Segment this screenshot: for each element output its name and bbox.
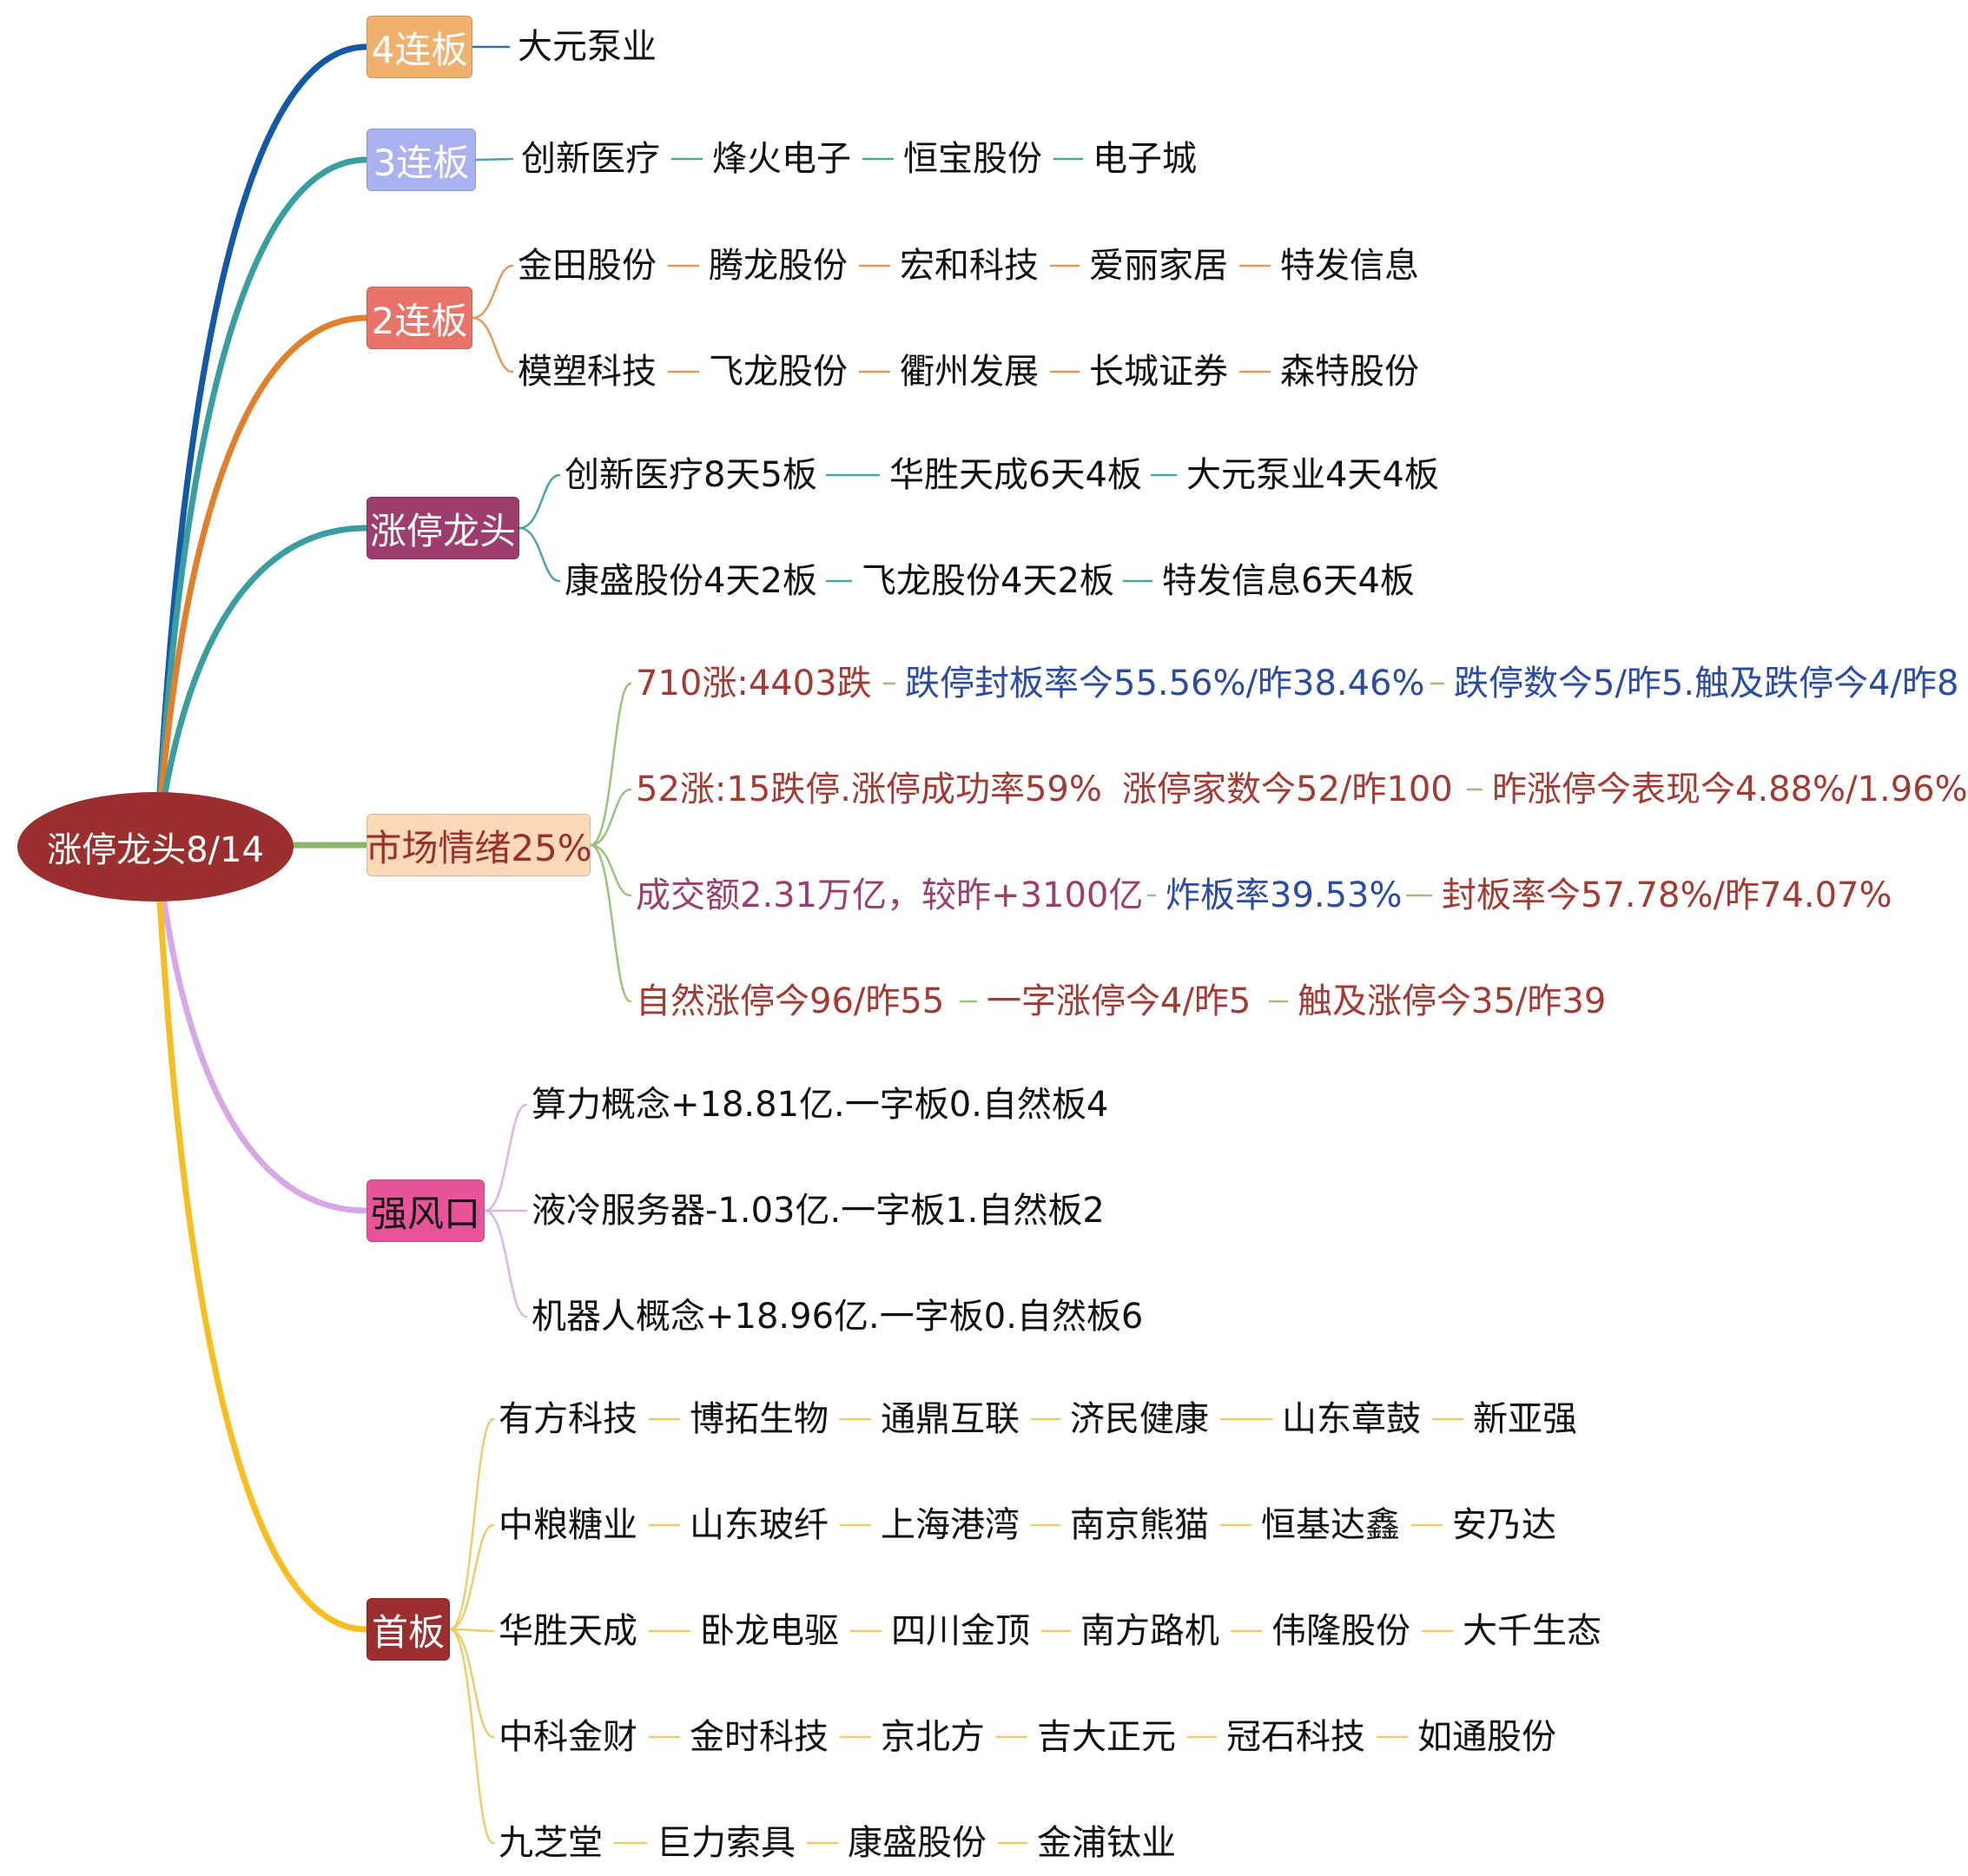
leaf-item[interactable]: 南方路机 (1080, 1611, 1219, 1651)
leaf-item[interactable]: 特发信息 (1280, 246, 1419, 286)
leaf-item[interactable]: 山东玻纤 (690, 1505, 829, 1545)
leaf-item[interactable]: 创新医疗8天5板 (565, 455, 817, 495)
leaf-item[interactable]: 大元泵业4天4板 (1186, 455, 1439, 495)
leaf-item[interactable]: 自然涨停今96/昨55 (636, 981, 945, 1021)
category-node[interactable]: 4连板 (367, 16, 472, 78)
leaf-item[interactable]: 腾龙股份 (709, 246, 848, 286)
leaf-item[interactable]: 森特股份 (1280, 352, 1419, 392)
leaf-item[interactable]: 山东章鼓 (1282, 1399, 1421, 1439)
leaf-item[interactable]: 新亚强 (1473, 1399, 1577, 1439)
leaf-item[interactable]: 衢州发展 (900, 352, 1039, 392)
branch-line-2 (153, 314, 370, 850)
category-node[interactable]: 涨停龙头 (367, 497, 519, 559)
row-connector (474, 157, 514, 162)
leaf-item[interactable]: 机器人概念+18.96亿.一字板0.自然板6 (532, 1297, 1144, 1337)
category-node[interactable]: 2连板 (367, 287, 472, 349)
leaf-item[interactable]: 爱丽家居 (1089, 246, 1228, 286)
leaf-item[interactable]: 吉大正元 (1037, 1717, 1176, 1757)
branch-line-1 (153, 156, 370, 850)
leaf-item[interactable]: 昨涨停今表现今4.88%/1.96% (1492, 770, 1968, 809)
row-connector (483, 1209, 528, 1318)
row-connector (448, 1628, 495, 1845)
row-connector (471, 264, 514, 320)
row-connector (589, 843, 632, 1003)
row-connector (589, 843, 632, 897)
leaf-item[interactable]: 如通股份 (1417, 1717, 1556, 1757)
leaf-item[interactable]: 康盛股份 (848, 1823, 987, 1863)
leaf-item[interactable]: 710涨:4403跌 (636, 664, 872, 704)
row-connector (589, 788, 632, 847)
leaf-item[interactable]: 长城证券 (1089, 352, 1228, 392)
leaf-item[interactable]: 康盛股份4天2板 (565, 561, 817, 601)
leaf-item[interactable]: 大元泵业 (518, 27, 657, 67)
leaf-item[interactable]: 飞龙股份 (709, 352, 848, 392)
row-connector (483, 1103, 528, 1212)
row-connector (448, 1628, 495, 1633)
leaf-item[interactable]: 封板率今57.78%/昨74.07% (1442, 875, 1892, 915)
row-connector (448, 1417, 495, 1631)
row-connector (518, 473, 561, 530)
leaf-item[interactable]: 烽火电子 (712, 139, 851, 179)
leaf-item[interactable]: 华胜天成6天4板 (889, 455, 1142, 495)
leaf-item[interactable]: 京北方 (881, 1717, 985, 1757)
leaf-item[interactable]: 巨力索具 (657, 1823, 796, 1863)
leaf-item[interactable]: 跌停数今5/昨5.触及跌停今4/昨8 (1454, 664, 1959, 704)
leaf-item[interactable]: 跌停封板率今55.56%/昨38.46% (905, 664, 1425, 704)
leaf-item[interactable]: 恒基达鑫 (1261, 1505, 1400, 1545)
leaf-item[interactable]: 涨停家数今52/昨100 (1122, 770, 1453, 809)
leaf-item[interactable]: 冠石科技 (1226, 1717, 1365, 1757)
row-connector (471, 316, 514, 373)
leaf-item[interactable]: 有方科技 (499, 1399, 637, 1439)
leaf-item[interactable]: 52涨:15跌停.涨停成功率59% (636, 770, 1102, 809)
branch-line-5 (153, 843, 370, 1214)
row-connector (589, 682, 632, 847)
leaf-item[interactable]: 飞龙股份4天2板 (862, 561, 1114, 601)
leaf-item[interactable]: 模塑科技 (518, 352, 657, 392)
category-node[interactable]: 市场情绪25% (365, 814, 592, 876)
leaf-item[interactable]: 炸板率39.53% (1166, 875, 1403, 915)
leaf-item[interactable]: 中科金财 (499, 1717, 637, 1757)
category-node[interactable]: 3连板 (367, 129, 476, 191)
row-connector (448, 1523, 495, 1631)
leaf-item[interactable]: 四川金顶 (891, 1611, 1030, 1651)
leaf-item[interactable]: 特发信息6天4板 (1162, 561, 1415, 601)
category-node[interactable]: 强风口 (367, 1179, 485, 1242)
leaf-item[interactable]: 一字涨停今4/昨5 (987, 981, 1251, 1021)
leaf-item[interactable]: 宏和科技 (900, 246, 1039, 286)
category-node[interactable]: 首板 (367, 1598, 450, 1661)
leaf-item[interactable]: 金浦钛业 (1037, 1823, 1176, 1863)
leaf-item[interactable]: 金田股份 (518, 246, 657, 286)
row-connector (518, 526, 561, 583)
leaf-item[interactable]: 大千生态 (1463, 1611, 1601, 1651)
leaf-item[interactable]: 金时科技 (690, 1717, 829, 1757)
leaf-item[interactable]: 华胜天成 (499, 1611, 637, 1651)
leaf-item[interactable]: 九芝堂 (499, 1823, 603, 1863)
leaf-item[interactable]: 算力概念+18.81亿.一字板0.自然板4 (532, 1085, 1109, 1125)
branch-line-6 (153, 843, 370, 1633)
row-connector (448, 1628, 495, 1739)
leaf-item[interactable]: 通鼎互联 (881, 1399, 1020, 1439)
leaf-item[interactable]: 南京熊猫 (1070, 1505, 1209, 1545)
leaf-item[interactable]: 恒宝股份 (903, 139, 1042, 179)
leaf-item[interactable]: 伟隆股份 (1271, 1611, 1410, 1651)
leaf-item[interactable]: 卧龙电驱 (700, 1611, 839, 1651)
leaf-item[interactable]: 成交额2.31万亿，较昨+3100亿 (636, 875, 1144, 915)
leaf-item[interactable]: 创新医疗 (521, 139, 660, 179)
leaf-item[interactable]: 安乃达 (1452, 1505, 1556, 1545)
leaf-item[interactable]: 中粮糖业 (499, 1505, 637, 1545)
leaf-item[interactable]: 博拓生物 (690, 1399, 829, 1439)
root-node[interactable]: 涨停龙头8/14 (17, 792, 294, 902)
leaf-item[interactable]: 液冷服务器-1.03亿.一字板1.自然板2 (532, 1191, 1105, 1231)
leaf-item[interactable]: 电子城 (1093, 139, 1197, 179)
leaf-item[interactable]: 触及涨停今35/昨39 (1298, 981, 1607, 1021)
leaf-item[interactable]: 上海港湾 (881, 1505, 1020, 1545)
leaf-item[interactable]: 济民健康 (1070, 1399, 1209, 1439)
